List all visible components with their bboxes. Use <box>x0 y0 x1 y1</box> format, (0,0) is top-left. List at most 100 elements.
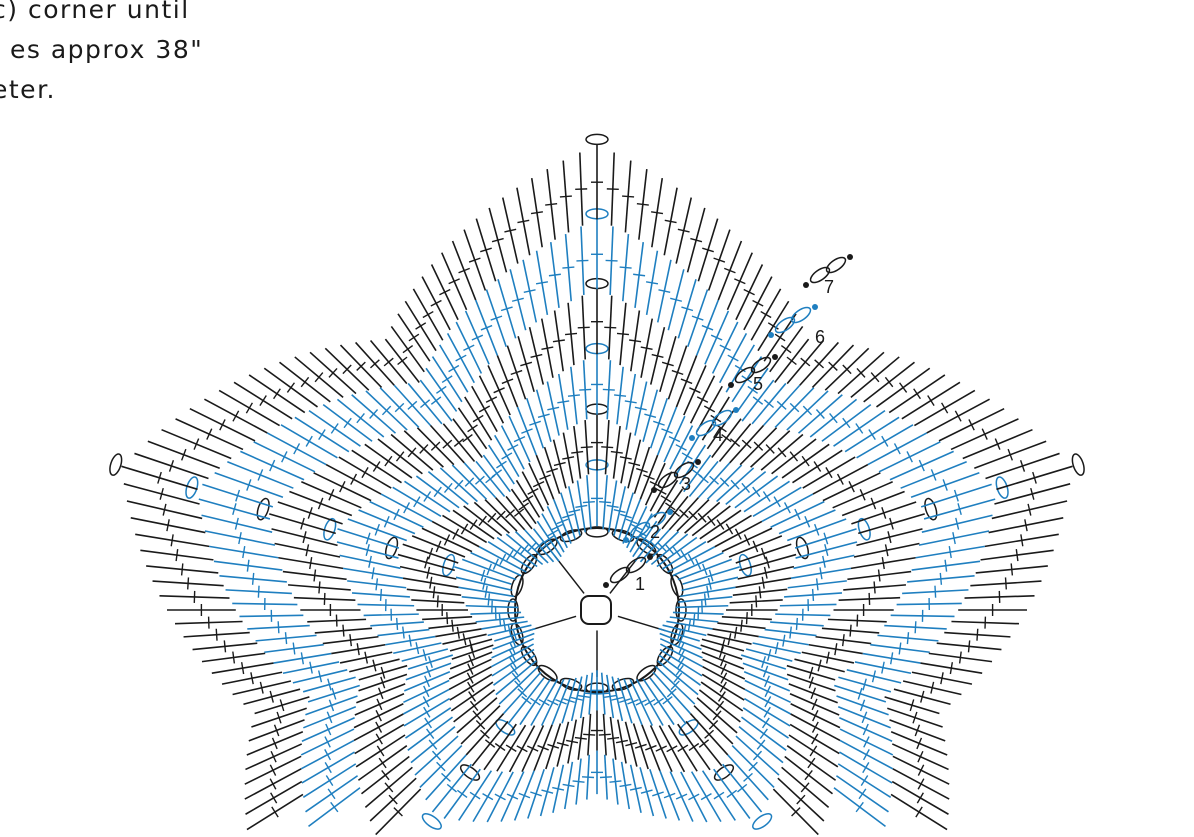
corner-chain <box>440 553 456 577</box>
round-stitch-bar <box>331 802 338 812</box>
round-stitch-bar <box>717 520 724 530</box>
round-stitch-bar <box>812 734 818 744</box>
round-stitch-bar <box>565 333 577 334</box>
round-stitch-bar <box>282 451 287 462</box>
round-stitch-bar <box>945 560 947 572</box>
round-stitch-bar <box>424 492 431 502</box>
round-stitch-bar <box>514 547 521 557</box>
round-stitch-bar <box>813 722 819 733</box>
round-stitch-bar <box>907 451 912 462</box>
round-stitch-bar <box>519 503 529 510</box>
round-number-2: 2 <box>650 522 660 542</box>
round-stitch-bar <box>969 419 974 430</box>
round-stitch-bar <box>601 447 613 448</box>
round-stitch-bar <box>575 738 587 739</box>
round-stitch-bar <box>431 300 442 306</box>
round-stitch-bar <box>398 357 407 364</box>
round-stitch-bar <box>1011 563 1012 575</box>
round-stitch-bar <box>761 312 771 318</box>
round-stitch-bar <box>579 389 591 390</box>
round-stitch-bar <box>916 807 922 817</box>
round-number-3: 3 <box>681 474 691 494</box>
round-stitch-bar <box>449 365 459 371</box>
round-stitch-bar <box>856 423 863 433</box>
start-dot <box>695 459 701 465</box>
round-stitch-bar <box>468 682 474 692</box>
round-stitch-bar <box>176 549 178 561</box>
magic-ring <box>581 596 611 624</box>
round-stitch-bar <box>940 573 941 585</box>
round-stitch-bar <box>917 793 923 803</box>
round-stitch-bar <box>376 578 377 590</box>
round-stitch-bar <box>604 696 616 698</box>
round-stitch-bar <box>442 376 452 383</box>
round-stitch-bar <box>651 212 663 214</box>
round-stitch-bar <box>720 345 731 350</box>
round-stitch-bar <box>376 734 382 744</box>
round-stitch-bar <box>835 643 837 655</box>
round-stitch-bar <box>171 534 173 546</box>
end-dot <box>689 435 695 441</box>
round-stitch-bar <box>423 696 429 707</box>
round-stitch-bar <box>362 467 368 477</box>
round-stitch-bar <box>599 734 611 735</box>
round-stitch-bar <box>864 737 869 748</box>
round-stitch-bar <box>597 693 609 694</box>
round-stitch-bar <box>504 619 506 631</box>
round-stitch-bar <box>473 415 483 421</box>
round-stitch-bar <box>582 777 594 778</box>
round-stitch-bar <box>457 790 467 797</box>
round-stitch-bar <box>549 274 561 275</box>
round-stitch-bar <box>575 505 587 507</box>
round-stitch-bar <box>381 589 382 601</box>
round-stitch-bar <box>397 618 398 630</box>
round-stitch-bar <box>781 346 791 353</box>
end-dot <box>651 487 657 493</box>
round-stitch-bar <box>463 345 474 350</box>
round-stitch-bar <box>742 483 750 492</box>
start-dot <box>647 554 653 560</box>
round-number-5: 5 <box>753 374 763 394</box>
round-stitch-bar <box>396 452 403 461</box>
round-stitch-bar <box>272 807 278 817</box>
round-stitch-bar <box>620 784 632 786</box>
round-stitch-bar <box>530 698 540 705</box>
round-stitch-bar <box>759 586 760 598</box>
round-stitch-bar <box>757 740 765 749</box>
round-stitch-bar <box>701 794 711 800</box>
round-stitch-bar <box>708 516 715 525</box>
round-number-7: 7 <box>824 277 834 297</box>
round-stitch-bar <box>429 740 437 749</box>
end-dot <box>803 282 809 288</box>
round-stitch-bar <box>747 612 748 624</box>
round-stitch-bar <box>258 586 259 598</box>
round-stitch-bar <box>470 792 480 799</box>
round-stitch-bar <box>500 554 506 565</box>
round-stitch-bar <box>753 300 764 306</box>
round-stitch-bar <box>583 502 595 503</box>
round-stitch-bar <box>787 357 796 364</box>
round-stitch-bar <box>678 745 688 751</box>
round-stitch-bar <box>452 620 453 632</box>
start-dot <box>667 509 673 515</box>
round-stitch-bar <box>719 692 726 702</box>
round-stitch-bar <box>882 436 888 446</box>
round-stitch-bar <box>861 776 867 786</box>
round-stitch-bar <box>914 389 921 399</box>
round-stitch-bar <box>720 682 726 692</box>
round-stitch-bar <box>607 738 619 739</box>
round-stitch-bar <box>869 429 875 439</box>
round-stitch-bar <box>704 406 714 412</box>
round-stitch-bar <box>682 453 692 459</box>
round-stitch-bar <box>617 333 629 334</box>
round-stitch-bar <box>310 557 312 569</box>
round-stitch-bar <box>735 627 737 639</box>
round-stitch-bar <box>863 762 869 772</box>
round-stitch-bar <box>507 550 513 560</box>
round-stitch-bar <box>319 429 325 439</box>
round-stitch-bar <box>270 765 275 776</box>
round-stitch-bar <box>879 569 880 581</box>
round-stitch-bar <box>688 619 690 631</box>
round-stitch-bar <box>753 487 760 497</box>
round-stitch-bar <box>763 492 770 502</box>
